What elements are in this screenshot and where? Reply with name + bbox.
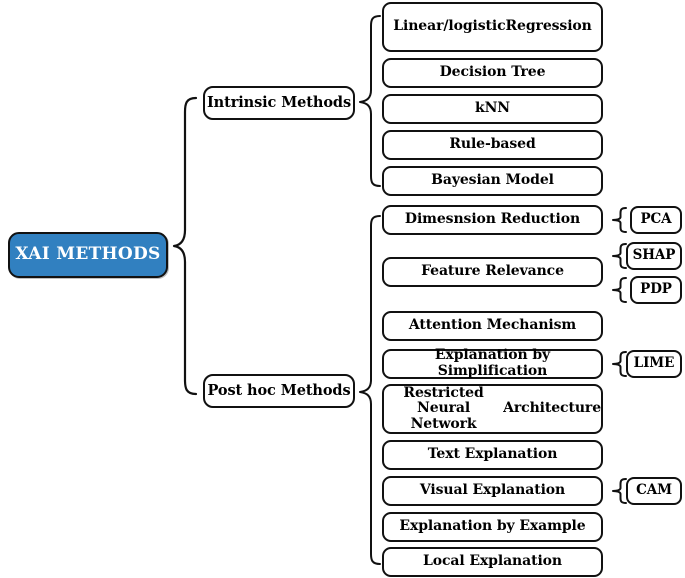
sub-leaf-node-lime[interactable]: LIME: [626, 350, 682, 378]
pdp-brace-icon: [611, 276, 629, 304]
sub-leaf-node-pca[interactable]: PCA: [630, 206, 682, 234]
leaf-node-explanation-by-simplification[interactable]: Explanation by Simplification: [382, 347, 603, 379]
leaf-node-rule-based[interactable]: Rule-based: [382, 130, 603, 160]
leaf-label-line-2: Architecture: [503, 400, 601, 417]
root-brace-icon: [172, 96, 198, 396]
shap-brace-icon: [611, 242, 629, 270]
intrinsic-brace-icon: [358, 14, 382, 188]
sub-leaf-node-shap[interactable]: SHAP: [626, 242, 682, 270]
leaf-label-line-1: Linear/logistic: [393, 18, 506, 35]
leaf-node-dimension-reduction[interactable]: Dimesnsion Reduction: [382, 205, 603, 235]
leaf-node-linear-logistic-regression[interactable]: Linear/logistic Regression: [382, 2, 603, 52]
sub-leaf-node-cam[interactable]: CAM: [626, 477, 682, 505]
leaf-node-feature-relevance[interactable]: Feature Relevance: [382, 257, 603, 287]
pca-brace-icon: [611, 206, 629, 234]
lime-brace-icon: [611, 350, 629, 378]
leaf-node-bayesian-model[interactable]: Bayesian Model: [382, 166, 603, 196]
branch-node-intrinsic-methods[interactable]: Intrinsic Methods: [203, 86, 355, 120]
leaf-node-restricted-neural-network-architecture[interactable]: Restricted Neural Network Architecture: [382, 384, 603, 434]
leaf-node-knn[interactable]: kNN: [382, 94, 603, 124]
root-node-xai-methods[interactable]: XAI METHODS: [8, 232, 168, 278]
leaf-node-local-explanation[interactable]: Local Explanation: [382, 547, 603, 577]
leaf-node-decision-tree[interactable]: Decision Tree: [382, 58, 603, 88]
sub-leaf-node-pdp[interactable]: PDP: [630, 276, 682, 304]
posthoc-brace-icon: [358, 214, 382, 566]
leaf-label-line-1: Restricted Neural Network: [403, 384, 484, 432]
branch-node-post-hoc-methods[interactable]: Post hoc Methods: [203, 374, 355, 408]
leaf-label-line-2: Regression: [505, 18, 592, 35]
cam-brace-icon: [611, 477, 629, 505]
leaf-node-explanation-by-example[interactable]: Explanation by Example: [382, 512, 603, 542]
leaf-node-attention-mechanism[interactable]: Attention Mechanism: [382, 311, 603, 341]
leaf-node-text-explanation[interactable]: Text Explanation: [382, 440, 603, 470]
leaf-node-visual-explanation[interactable]: Visual Explanation: [382, 476, 603, 506]
